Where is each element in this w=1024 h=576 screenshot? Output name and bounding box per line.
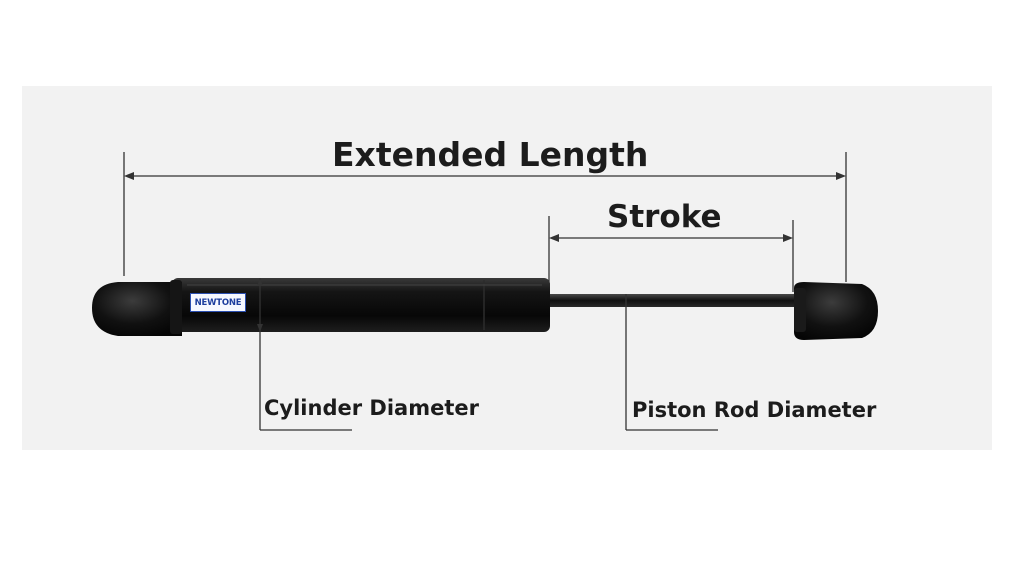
brand-logo: NEWTONE — [190, 293, 246, 312]
cylinder-arrowhead-bottom — [257, 324, 263, 332]
cylinder-diameter-leader — [257, 278, 352, 431]
cylinder-tube — [172, 278, 550, 332]
extended-arrowhead-left — [124, 172, 134, 180]
piston-rod-diameter-label: Piston Rod Diameter — [632, 398, 877, 422]
cylinder-end-collar — [170, 280, 182, 334]
stroke-label: Stroke — [607, 199, 722, 235]
stroke-arrowhead-left — [549, 234, 559, 242]
extended-arrowhead-right — [836, 172, 846, 180]
brand-logo-text: NEWTONE — [194, 297, 242, 308]
extended-length-label: Extended Length — [332, 135, 649, 174]
gas-spring — [92, 278, 878, 340]
cylinder-end-fitting — [92, 282, 182, 336]
stroke-arrowhead-right — [783, 234, 793, 242]
rod-end-collar — [794, 288, 806, 332]
cylinder-diameter-label: Cylinder Diameter — [264, 396, 479, 420]
gas-spring-diagram — [92, 152, 878, 431]
piston-rod — [546, 294, 802, 307]
stroke-dimension — [548, 216, 794, 292]
extended-length-dimension — [123, 152, 847, 282]
rod-end-fitting — [794, 282, 878, 340]
cylinder-arrowhead-top — [257, 278, 263, 286]
piston-rod-diameter-leader — [625, 294, 718, 431]
diagram-panel: NEWTONE Extended Length Stroke Cylinder … — [22, 86, 992, 450]
